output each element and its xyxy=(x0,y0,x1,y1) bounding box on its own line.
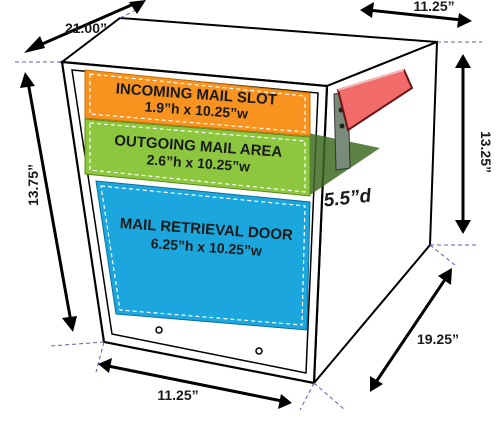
front-height-label: 13.75” xyxy=(25,164,41,206)
side-depth-arrow xyxy=(374,277,448,383)
interior-depth-label: 5.5”d xyxy=(323,186,373,212)
bottom-width-arrow xyxy=(107,364,283,403)
bottom-width-label: 11.25” xyxy=(157,387,198,403)
mail-retrieval-door-zone: MAIL RETRIEVAL DOOR 6.25”h x 10.25”w xyxy=(95,180,311,331)
top-depth-arrow xyxy=(32,1,137,50)
front-height-arrow xyxy=(26,81,73,323)
top-width-label: 11.25” xyxy=(413,0,454,14)
mailbox-flag xyxy=(333,68,414,171)
top-width-arrow xyxy=(367,8,463,22)
outgoing-mail-area-zone: OUTGOING MAIL AREA 2.6”h x 10.25”w xyxy=(84,118,311,197)
top-depth-label: 21.00” xyxy=(65,20,107,36)
side-height-label: 13.25” xyxy=(478,131,494,173)
side-depth-label: 19.25” xyxy=(417,331,459,347)
dimension-arrows xyxy=(20,0,472,409)
incoming-mail-slot-zone: INCOMING MAIL SLOT 1.9”h x 10.25”w xyxy=(84,69,311,137)
mail-retrieval-door-size: 6.25”h x 10.25”w xyxy=(150,235,262,259)
guide-lines xyxy=(15,7,482,411)
incoming-mail-slot-size: 1.9”h x 10.25”w xyxy=(144,98,248,121)
outgoing-mail-area-size: 2.6”h x 10.25”w xyxy=(146,151,250,174)
